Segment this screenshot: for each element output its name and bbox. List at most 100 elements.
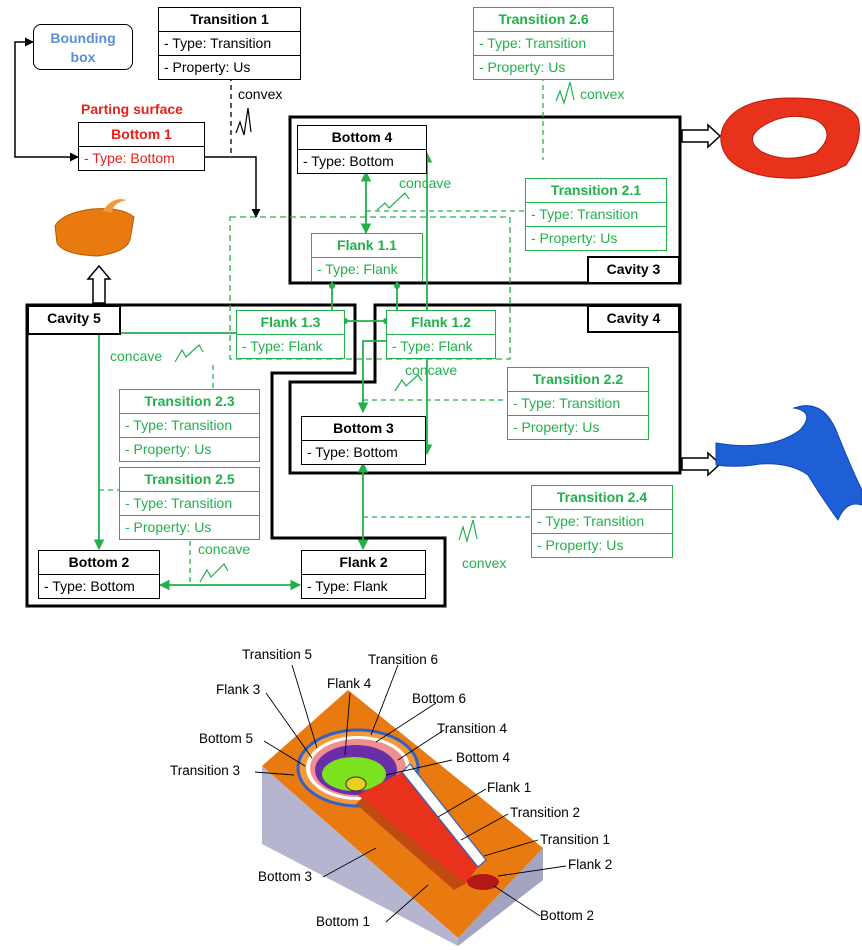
- edge-label-concave: concave: [198, 541, 251, 557]
- arrow-cavity4: [681, 451, 722, 477]
- node-bottom4: Bottom 4 - Type: Bottom: [297, 125, 427, 174]
- node-type: - Type: Transition: [508, 391, 648, 415]
- edge-label-concave: concave: [110, 348, 163, 364]
- cavity5-label: Cavity 5: [27, 305, 121, 335]
- bounding-box-label-line1: Bounding: [50, 30, 116, 46]
- part-label-bottom5: Bottom 5: [199, 731, 254, 746]
- node-title: Transition 2.5: [144, 471, 235, 487]
- joint-dot: [329, 283, 335, 289]
- cavity5-part-image: [54, 199, 135, 257]
- node-transition21: Transition 2.1 - Type: Transition - Prop…: [525, 178, 667, 251]
- node-property: - Property: Us: [526, 226, 666, 250]
- convex-symbol-t24: [458, 519, 478, 544]
- part-label-bottom3: Bottom 3: [258, 869, 313, 884]
- cavity4-part-image: [715, 405, 862, 522]
- node-type: - Type: Transition: [526, 202, 666, 226]
- edge-label-concave: concave: [405, 362, 458, 378]
- cavity5-outline: [25, 303, 447, 608]
- node-transition25: Transition 2.5 - Type: Transition - Prop…: [119, 467, 260, 540]
- node-title: Flank 2: [339, 554, 388, 570]
- edge-label-convex: convex: [462, 555, 507, 571]
- node-flank13: Flank 1.3 - Type: Flank: [236, 310, 345, 359]
- node-title: Transition 2.1: [550, 182, 642, 198]
- node-property: - Property: Us: [159, 55, 300, 79]
- bounding-box-node: Bounding box: [33, 24, 133, 70]
- node-transition24: Transition 2.4 - Type: Transition - Prop…: [531, 485, 673, 558]
- cavity4-outline: [288, 303, 682, 475]
- node-title: Transition 2.6: [498, 11, 589, 27]
- concave-symbol-t22: [394, 374, 423, 392]
- edge-bbox-bottom1: [14, 37, 79, 162]
- part-label-transition6: Transition 6: [368, 652, 439, 667]
- concave-symbol-b4: [376, 192, 410, 211]
- part-label-flank3: Flank 3: [216, 682, 261, 697]
- cavity3-outline: [288, 115, 682, 285]
- part-3d-illustration: [262, 690, 543, 946]
- node-type: - Type: Transition: [159, 31, 300, 55]
- node-title: Bottom 4: [331, 129, 393, 145]
- edge-label-concave: concave: [399, 175, 452, 191]
- node-property: - Property: Us: [532, 533, 672, 557]
- arrow-cavity3: [681, 123, 722, 149]
- node-title: Bottom 1: [111, 126, 172, 142]
- bounding-box-label-line2: box: [70, 49, 96, 65]
- part-label-bottom4: Bottom 4: [456, 750, 511, 765]
- node-bottom1: Bottom 1 - Type: Bottom: [78, 122, 205, 171]
- node-property: - Property: Us: [474, 55, 613, 79]
- node-title: Bottom 2: [68, 554, 130, 570]
- edge-label-convex: convex: [238, 86, 283, 102]
- node-title: Transition 2.2: [532, 371, 624, 387]
- node-title: Flank 1.2: [411, 314, 471, 330]
- node-transition22: Transition 2.2 - Type: Transition - Prop…: [507, 367, 649, 440]
- part-label-flank2: Flank 2: [568, 857, 613, 872]
- node-type: - Type: Transition: [474, 31, 613, 55]
- convex-symbol-t26: [555, 81, 575, 106]
- node-type: - Type: Transition: [532, 509, 672, 533]
- part-label-bottom2: Bottom 2: [540, 908, 595, 923]
- node-flank2: Flank 2 - Type: Flank: [301, 550, 426, 599]
- node-bottom3: Bottom 3 - Type: Bottom: [301, 416, 426, 465]
- node-title: Transition 2.4: [556, 489, 648, 505]
- parting-surface-label: Parting surface: [81, 101, 183, 117]
- part-leader-lines: [254, 664, 567, 923]
- node-type: - Type: Flank: [237, 334, 344, 358]
- part-label-transition3: Transition 3: [170, 763, 241, 778]
- convex-symbol-t1: [235, 107, 252, 136]
- arrow-cavity5: [86, 264, 112, 304]
- part-label-transition5: Transition 5: [242, 647, 313, 662]
- node-transition1: Transition 1 - Type: Transition - Proper…: [158, 7, 301, 80]
- node-type: - Type: Flank: [302, 574, 425, 598]
- node-title: Transition 1: [190, 11, 269, 27]
- node-type: - Type: Bottom: [298, 149, 426, 173]
- part-label-bottom6: Bottom 6: [412, 691, 467, 706]
- node-type: - Type: Transition: [120, 413, 259, 437]
- node-title: Flank 1.1: [337, 237, 397, 253]
- node-transition26: Transition 2.6 - Type: Transition - Prop…: [473, 7, 614, 80]
- cavity3-part-image: [720, 97, 860, 179]
- part-label-transition4: Transition 4: [437, 721, 508, 736]
- part-label-flank4: Flank 4: [327, 676, 372, 691]
- node-type: - Type: Bottom: [79, 146, 204, 170]
- node-type: - Type: Flank: [312, 257, 422, 281]
- node-flank11: Flank 1.1 - Type: Flank: [311, 233, 423, 282]
- concave-symbol-b2: [199, 563, 229, 583]
- part-label-bottom1: Bottom 1: [316, 914, 371, 929]
- joint-dot: [394, 283, 400, 289]
- node-transition23: Transition 2.3 - Type: Transition - Prop…: [119, 389, 260, 462]
- part-label-transition2: Transition 2: [510, 805, 581, 820]
- node-title: Transition 2.3: [144, 393, 235, 409]
- part-label-transition1: Transition 1: [540, 832, 611, 847]
- edge-bottom1-cluster: [205, 156, 261, 218]
- cavity3-label: Cavity 3: [587, 256, 680, 284]
- node-type: - Type: Transition: [120, 491, 259, 515]
- part-label-flank1: Flank 1: [487, 780, 532, 795]
- node-property: - Property: Us: [508, 415, 648, 439]
- node-type: - Type: Flank: [387, 334, 495, 358]
- node-flank12: Flank 1.2 - Type: Flank: [386, 310, 496, 359]
- concave-symbol-t23: [174, 344, 204, 363]
- node-type: - Type: Bottom: [39, 574, 159, 598]
- node-property: - Property: Us: [120, 437, 259, 461]
- node-bottom2: Bottom 2 - Type: Bottom: [38, 550, 160, 599]
